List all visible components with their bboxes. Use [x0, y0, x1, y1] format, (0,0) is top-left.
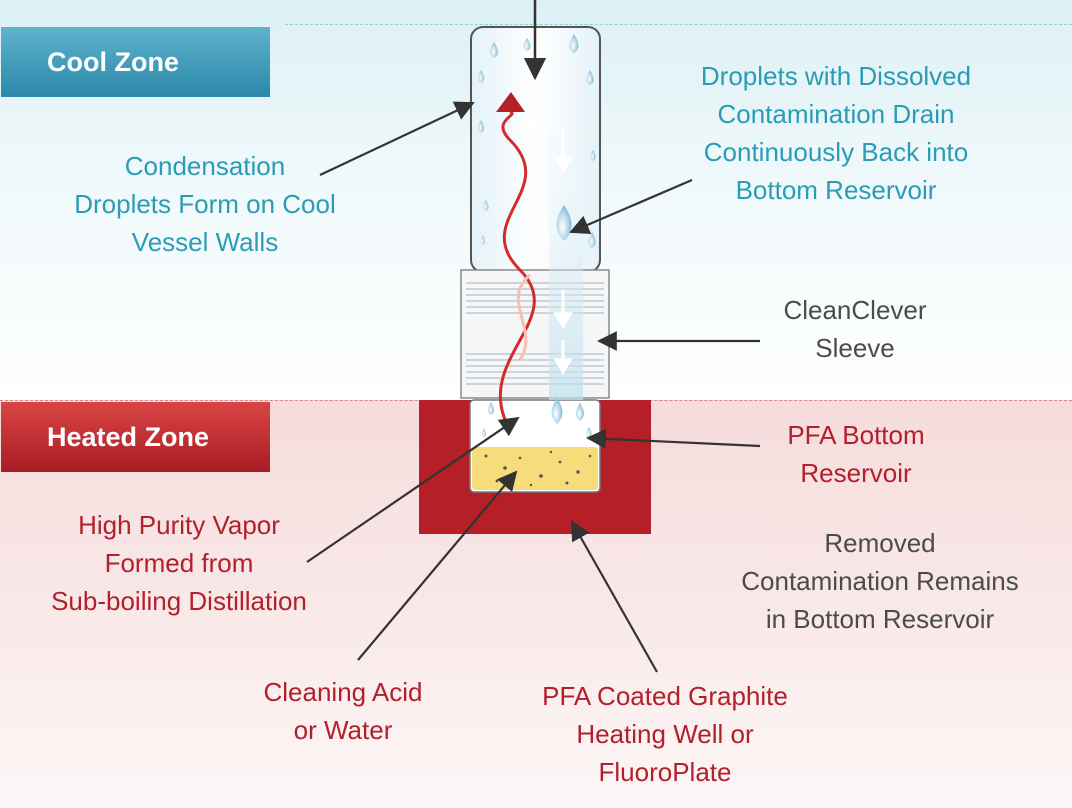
liquid	[472, 447, 598, 490]
condensation-droplets	[478, 34, 596, 438]
graphite-well-label: PFA Coated Graphite Heating Well or Fluo…	[542, 681, 788, 787]
cool-zone-label: Cool Zone	[1, 27, 270, 97]
droplets-drain-label: Droplets with Dissolved Contamination Dr…	[700, 61, 972, 205]
vapor-path-sleeve	[517, 273, 531, 361]
pointer-arrows	[306, 101, 761, 673]
cool-zone-divider	[285, 24, 1072, 25]
sleeve-label: CleanClever Sleeve	[783, 295, 927, 363]
contamination-particles	[484, 450, 592, 487]
vapor-path	[498, 110, 536, 431]
removed-contamination-label: Removed Contamination Remains in Bottom …	[741, 528, 1019, 634]
drain-arrows	[553, 130, 573, 375]
vapor-label: High Purity Vapor Formed from Sub-boilin…	[51, 510, 307, 616]
heated-zone-label: Heated Zone	[1, 402, 270, 472]
condensation-label: Condensation Droplets Form on Cool Vesse…	[74, 151, 336, 257]
pfa-reservoir-label: PFA Bottom Reservoir	[787, 420, 925, 488]
cleanclever-sleeve	[460, 269, 610, 399]
vapor-arrowhead	[496, 92, 525, 112]
cleaning-acid-label: Cleaning Acid or Water	[263, 677, 423, 745]
